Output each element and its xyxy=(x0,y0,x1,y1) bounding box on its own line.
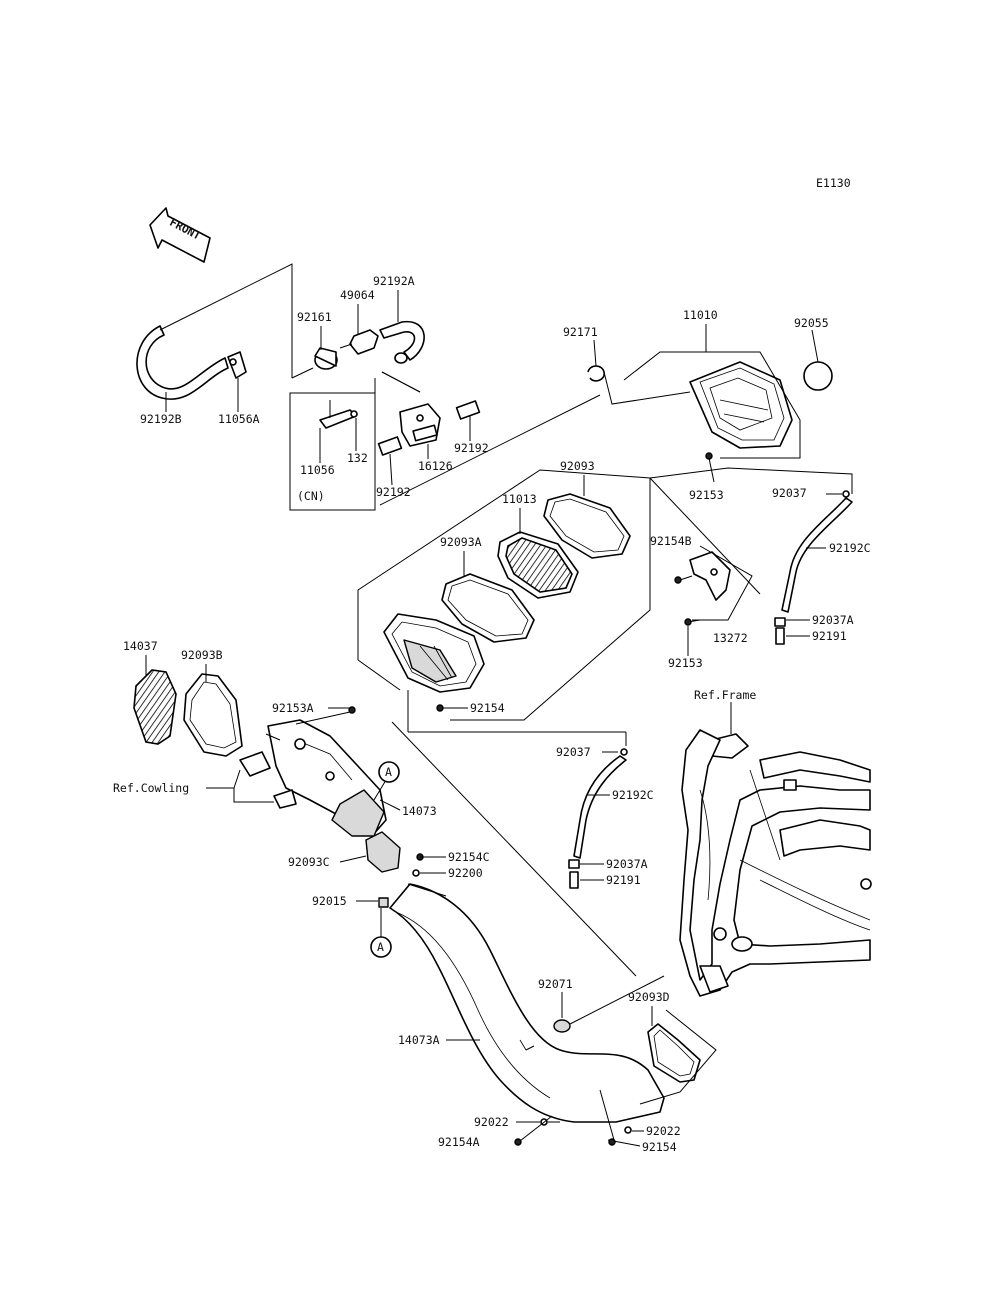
label-92093C: 92093C xyxy=(288,855,330,869)
seal-92093C xyxy=(365,831,401,873)
label-92153A: 92153A xyxy=(272,701,314,715)
cowling-bracket-parts xyxy=(206,751,297,809)
grommet-92071 xyxy=(553,975,665,1033)
label-92037-lower: 92037 xyxy=(556,745,591,759)
label-92192C-lower: 92192C xyxy=(612,788,654,802)
part-92192-short-hose xyxy=(377,400,481,456)
gasket-92093 xyxy=(543,493,631,559)
label-11056A: 11056A xyxy=(218,412,260,426)
housing-upper-connect-lines xyxy=(379,371,691,506)
label-92015: 92015 xyxy=(312,894,347,908)
air-cleaner-housing-upper-11010 xyxy=(689,361,793,449)
label-ref-frame: Ref.Frame xyxy=(694,688,756,702)
screw-92154C xyxy=(416,853,446,861)
front-arrow-icon: FRONT xyxy=(149,207,211,263)
oring-92055 xyxy=(803,329,833,391)
label-49064: 49064 xyxy=(340,288,375,302)
seal-92093B xyxy=(183,673,243,757)
valve-group-lines xyxy=(159,263,421,511)
label-92037A-lower: 92037A xyxy=(606,857,648,871)
ref-marker-a-bottom: A xyxy=(370,908,392,958)
label-14037: 14037 xyxy=(123,639,158,653)
label-11010: 11010 xyxy=(683,308,718,322)
label-92192B: 92192B xyxy=(140,412,182,426)
label-14073: 14073 xyxy=(402,804,437,818)
label-13272: 13272 xyxy=(713,631,748,645)
label-cn: (CN) xyxy=(297,489,325,503)
intake-duct-14073A xyxy=(389,883,665,1123)
air-cleaner-housing-lower xyxy=(383,613,485,693)
ref-marker-a-top: A xyxy=(378,761,400,783)
ref-marker-a-bottom-label: A xyxy=(377,940,384,954)
label-16126: 16126 xyxy=(418,459,453,473)
screen-14037 xyxy=(133,669,177,745)
hose-92192B xyxy=(136,325,229,400)
label-92154-housing: 92154 xyxy=(470,701,505,715)
label-92171: 92171 xyxy=(563,325,598,339)
label-92153-lower: 92153 xyxy=(668,656,703,670)
frame-reference xyxy=(679,702,872,997)
bolt-92154-housing xyxy=(436,704,468,712)
label-92037A-upper: 92037A xyxy=(812,613,854,627)
duct-14073 xyxy=(267,719,387,837)
part-16126-valve xyxy=(399,403,441,447)
label-92093: 92093 xyxy=(560,459,595,473)
breather-hose-upper xyxy=(649,467,853,645)
label-92154A: 92154A xyxy=(438,1135,480,1149)
label-92022-left: 92022 xyxy=(474,1115,509,1129)
label-92154B: 92154B xyxy=(650,534,692,548)
label-92191-upper: 92191 xyxy=(812,629,847,643)
ref-marker-a-top-label: A xyxy=(385,765,392,779)
label-92161: 92161 xyxy=(297,310,332,324)
label-92192A: 92192A xyxy=(373,274,415,288)
label-92071: 92071 xyxy=(538,977,573,991)
bolt-92153A xyxy=(295,706,356,725)
bolt-92153-upper xyxy=(705,452,715,483)
label-92191-lower: 92191 xyxy=(606,873,641,887)
clamp-92171 xyxy=(587,339,605,382)
seal-92093D xyxy=(639,1009,717,1105)
duct-14073-leader-lines xyxy=(265,733,401,811)
diagram-code: E1130 xyxy=(816,176,851,190)
label-92153-upper: 92153 xyxy=(689,488,724,502)
label-92093B: 92093B xyxy=(181,648,223,662)
label-92192-right: 92192 xyxy=(454,441,489,455)
label-92154-bottom: 92154 xyxy=(642,1140,677,1154)
label-92200: 92200 xyxy=(448,866,483,880)
label-92037-upper: 92037 xyxy=(772,486,807,500)
label-92192-left: 92192 xyxy=(376,485,411,499)
label-92022-right: 92022 xyxy=(646,1124,681,1138)
filter-element-11013 xyxy=(497,531,579,599)
part-11010-lines xyxy=(623,324,801,459)
label-ref-cowling: Ref.Cowling xyxy=(113,781,189,795)
part-49064 xyxy=(339,329,379,355)
breather-hose-lower xyxy=(568,732,628,889)
long-duct-connection-lines xyxy=(391,690,637,977)
part-11056-bracket xyxy=(319,400,358,429)
label-92055: 92055 xyxy=(794,316,829,330)
filter-stack-outline xyxy=(357,469,651,721)
nut-92015 xyxy=(356,897,389,908)
bracket-13272 xyxy=(674,545,753,626)
bottom-fasteners xyxy=(514,1089,641,1147)
label-92192C-upper: 92192C xyxy=(829,541,871,555)
washer-92200 xyxy=(412,869,446,877)
label-11056: 11056 xyxy=(300,463,335,477)
label-132: 132 xyxy=(347,451,368,465)
hose-92192A xyxy=(379,320,425,364)
label-92154C: 92154C xyxy=(448,850,490,864)
gasket-92093A xyxy=(441,573,535,643)
label-11013: 11013 xyxy=(502,492,537,506)
clamp-11056A xyxy=(227,351,247,379)
label-92093A: 92093A xyxy=(440,535,482,549)
label-92093D: 92093D xyxy=(628,990,670,1004)
part-92161 xyxy=(314,347,338,370)
label-14073A: 14073A xyxy=(398,1033,440,1047)
